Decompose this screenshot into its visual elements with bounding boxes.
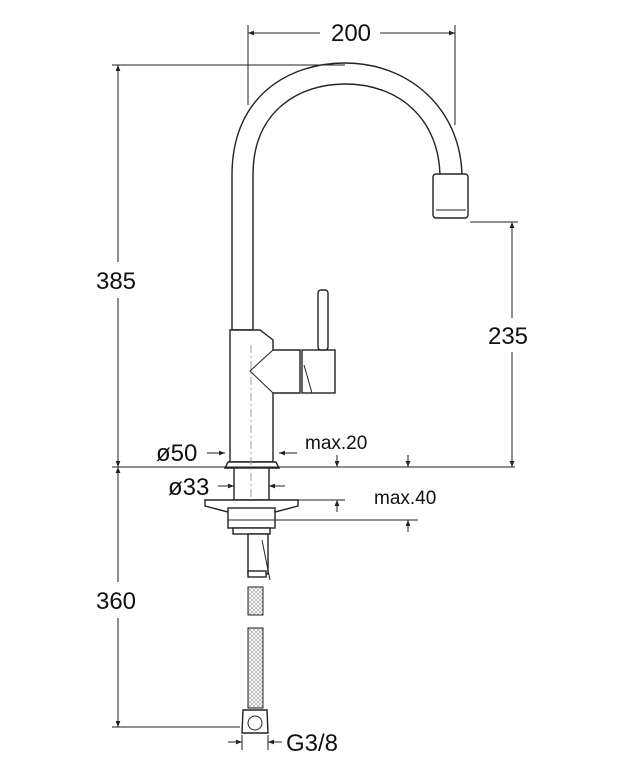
faucet-body — [229, 329, 301, 463]
shank — [233, 467, 270, 501]
hose-lower — [247, 627, 264, 709]
faucet-drawing — [204, 62, 469, 734]
spout-nozzle — [432, 173, 469, 219]
handle — [301, 349, 336, 394]
label-spout-reach: 200 — [331, 20, 371, 47]
hose-nut — [241, 709, 269, 734]
lever — [317, 289, 329, 351]
dimension-lines — [112, 25, 518, 750]
label-spout-height: 235 — [488, 323, 528, 350]
label-total-height: 385 — [96, 268, 136, 295]
mount-nut — [227, 507, 276, 529]
hose-upper — [247, 586, 264, 616]
label-shank-diameter: ø33 — [168, 474, 209, 501]
label-connection: G3/8 — [286, 730, 338, 757]
label-hose-length: 360 — [96, 588, 136, 615]
label-max-top: max.20 — [305, 433, 367, 454]
label-base-diameter: ø50 — [156, 440, 197, 467]
label-max-counter: max.40 — [374, 488, 436, 509]
spout — [231, 62, 463, 331]
